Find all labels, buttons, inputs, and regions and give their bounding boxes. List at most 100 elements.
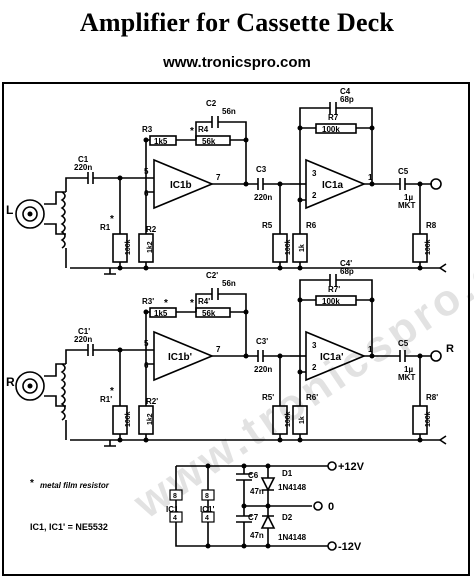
- ic1a-pin1: 1: [368, 173, 373, 182]
- c6-value: 47n: [250, 487, 264, 496]
- ic1b-pin6: 6: [144, 189, 149, 198]
- r3-label: R3: [142, 125, 153, 134]
- r1-value: 100k: [125, 239, 132, 255]
- legend-ic-note: IC1, IC1' = NE5532: [30, 522, 108, 532]
- r4-star: *: [190, 298, 194, 309]
- r8-value: 100k: [425, 239, 432, 255]
- r8-label: R8: [426, 221, 437, 230]
- r2-value: 1k2: [147, 241, 154, 253]
- ic1b-pin5: 5: [144, 339, 149, 348]
- page-subtitle: www.tronicspro.com: [163, 54, 311, 71]
- r1-star: *: [110, 386, 114, 397]
- pos-supply-label: +12V: [338, 461, 365, 473]
- c5-value: 1µ: [404, 365, 413, 374]
- r3-value: 1k5: [154, 137, 168, 146]
- input-label: R: [6, 375, 15, 389]
- r3-value: 1k5: [154, 309, 168, 318]
- c6-label: C6: [248, 471, 259, 480]
- c3-label: C3: [256, 165, 267, 174]
- r2-value: 1k2: [147, 413, 154, 425]
- c5-value: 1µ: [404, 193, 413, 202]
- c7-value: 47n: [250, 531, 264, 540]
- r8-value: 100k: [425, 411, 432, 427]
- r6-label: R6': [306, 393, 318, 402]
- ic1b-pin8: 8: [205, 493, 209, 500]
- r6-value: 1k: [299, 244, 306, 252]
- c2-value: 56n: [222, 279, 236, 288]
- ic1-power-label: IC1: [166, 505, 179, 514]
- ic1a-pin2: 2: [312, 363, 317, 372]
- r5-label: R5: [262, 221, 273, 230]
- r4-label: R4': [198, 297, 210, 306]
- ic1a-pin2: 2: [312, 191, 317, 200]
- d2-label: D2: [282, 513, 293, 522]
- c5-label: C5: [398, 339, 409, 348]
- c1-value: 220n: [74, 335, 92, 344]
- d2-value: 1N4148: [278, 533, 307, 542]
- ic1a-label: IC1a': [320, 352, 344, 363]
- c5-label: C5: [398, 167, 409, 176]
- r6-label: R6: [306, 221, 317, 230]
- ic1a-label: IC1a: [322, 180, 344, 191]
- ic1b-label: IC1b: [170, 180, 192, 191]
- neg-supply-label: -12V: [338, 541, 362, 553]
- c3-value: 220n: [254, 193, 272, 202]
- r5-label: R5': [262, 393, 274, 402]
- channel-left: L C1 220n R1 100k R2 1k2 R3 1k5 R4 56k C…: [6, 87, 447, 275]
- ic1a-pin1: 1: [368, 345, 373, 354]
- ic1b-pin4: 4: [205, 515, 209, 522]
- power-supply-section: [169, 461, 337, 551]
- r7-value: 100k: [322, 297, 340, 306]
- c4-value: 68p: [340, 95, 354, 104]
- c1-label: C1: [78, 155, 89, 164]
- r8-label: R8': [426, 393, 438, 402]
- ic1b-pin7: 7: [216, 173, 221, 182]
- ic1a-pin3: 3: [312, 169, 317, 178]
- ic1b-pin5: 5: [144, 167, 149, 176]
- r2-label: R2: [146, 225, 157, 234]
- legend-metal-film: metal film resistor: [40, 481, 110, 490]
- ic1b-pin6: 6: [144, 361, 149, 370]
- r5-value: 100k: [285, 411, 292, 427]
- watermark: www.tronicspro.com: [124, 205, 474, 529]
- input-label: L: [6, 203, 13, 217]
- gnd-label: 0: [328, 501, 334, 513]
- r4-star: *: [190, 126, 194, 137]
- ic1b-power-label: IC1': [200, 505, 214, 514]
- page-title: Amplifier for Cassette Deck: [79, 8, 395, 37]
- c7-label: C7: [248, 513, 259, 522]
- r3-star: *: [164, 298, 168, 309]
- d1-label: D1: [282, 469, 293, 478]
- ic1b-label: IC1b': [168, 352, 192, 363]
- r7-label: R7: [328, 113, 339, 122]
- c1-label: C1': [78, 327, 90, 336]
- r6-value: 1k: [299, 416, 306, 424]
- output-label: R: [446, 343, 454, 355]
- ic1a-pin3: 3: [312, 341, 317, 350]
- c5-type: MKT: [398, 201, 415, 210]
- c5-type: MKT: [398, 373, 415, 382]
- c4-label: C4: [340, 87, 351, 96]
- r2-label: R2': [146, 397, 158, 406]
- r7-label: R7': [328, 285, 340, 294]
- c2-label: C2': [206, 271, 218, 280]
- r1-label: R1: [100, 223, 111, 232]
- r4-value: 56k: [202, 309, 216, 318]
- c4-value: 68p: [340, 267, 354, 276]
- r5-value: 100k: [285, 239, 292, 255]
- c2-value: 56n: [222, 107, 236, 116]
- c1-value: 220n: [74, 163, 92, 172]
- legend-star: *: [30, 478, 34, 489]
- r7-value: 100k: [322, 125, 340, 134]
- r1-value: 100k: [125, 411, 132, 427]
- r1-label: R1': [100, 395, 112, 404]
- c3-label: C3': [256, 337, 268, 346]
- ic1-pin8: 8: [173, 493, 177, 500]
- r4-value: 56k: [202, 137, 216, 146]
- ic1b-pin7: 7: [216, 345, 221, 354]
- c4-label: C4': [340, 259, 352, 268]
- d1-value: 1N4148: [278, 483, 307, 492]
- c3-value: 220n: [254, 365, 272, 374]
- r4-label: R4: [198, 125, 209, 134]
